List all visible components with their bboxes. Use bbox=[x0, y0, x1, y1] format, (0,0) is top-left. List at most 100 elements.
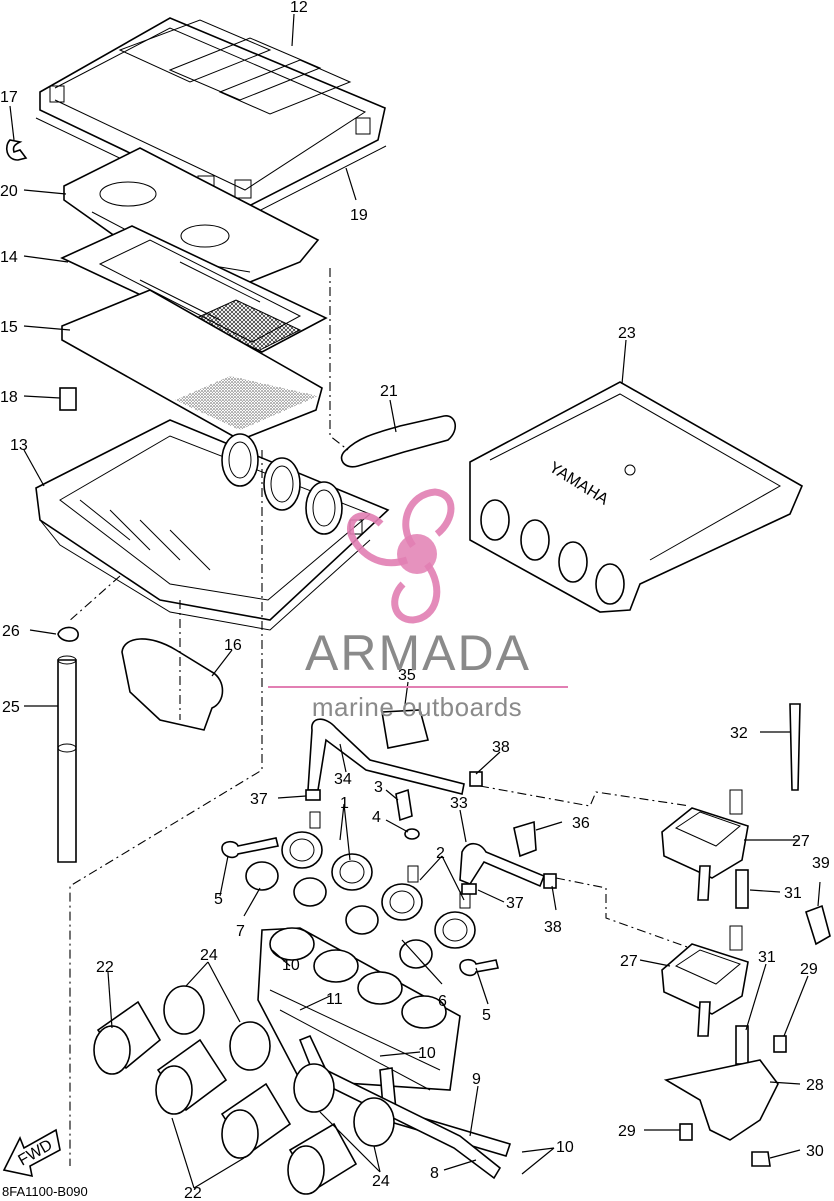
watermark-brand-name: ARMADA bbox=[305, 625, 531, 681]
armada-logo-icon bbox=[347, 488, 455, 624]
air-filter-case-cover bbox=[35, 17, 387, 219]
callout-37-lower: 37 bbox=[506, 895, 524, 912]
routing-line-duct bbox=[67, 575, 181, 720]
fuel-pump-lower-part-27 bbox=[661, 925, 749, 1037]
hose-holder-part-35 bbox=[381, 709, 429, 749]
callout-27-lower: 27 bbox=[620, 953, 638, 970]
callout-39: 39 bbox=[812, 855, 830, 872]
callout-35: 35 bbox=[398, 667, 416, 684]
callout-29-upper: 29 bbox=[800, 961, 818, 978]
callout-2: 2 bbox=[436, 845, 445, 862]
callout-3: 3 bbox=[374, 779, 383, 796]
callout-6: 6 bbox=[438, 993, 447, 1010]
drawing-code-label: 8FA1100-B090 bbox=[2, 1184, 88, 1199]
clip-part-26 bbox=[57, 626, 79, 642]
callout-18: 18 bbox=[0, 389, 18, 406]
bracket-part-28 bbox=[663, 1059, 779, 1141]
clip-part-37-upper bbox=[305, 789, 321, 801]
throttle-joints-part-22 bbox=[93, 1000, 358, 1195]
air-filter-case-body bbox=[35, 419, 390, 631]
drain-hose-part-25 bbox=[57, 659, 77, 863]
callout-28: 28 bbox=[806, 1077, 824, 1094]
watermark-divider bbox=[268, 686, 568, 688]
intake-cover-part-23: YAMAHA bbox=[469, 381, 804, 613]
callout-5-upper: 5 bbox=[214, 891, 223, 908]
callout-23: 23 bbox=[618, 325, 636, 342]
screw-part-5-upper bbox=[221, 837, 279, 859]
cap-part-4 bbox=[404, 828, 420, 840]
clip-part-17 bbox=[5, 139, 28, 161]
callout-11: 11 bbox=[326, 991, 343, 1008]
clip-part-38-upper bbox=[469, 771, 483, 787]
clip-part-37-lower bbox=[461, 883, 477, 895]
callout-31-lower: 31 bbox=[758, 949, 776, 966]
clip-part-36 bbox=[513, 820, 537, 858]
callout-4: 4 bbox=[372, 809, 381, 826]
callout-38-lower: 38 bbox=[544, 919, 562, 936]
callout-33: 33 bbox=[450, 795, 468, 812]
callout-34: 34 bbox=[334, 771, 352, 788]
callout-16: 16 bbox=[224, 637, 242, 654]
callout-29-lower: 29 bbox=[618, 1123, 636, 1140]
callout-22-lower: 22 bbox=[184, 1185, 202, 1201]
hose-part-33 bbox=[459, 842, 546, 888]
callout-26: 26 bbox=[2, 623, 20, 640]
callout-38-upper: 38 bbox=[492, 739, 510, 756]
breather-hose-part-21 bbox=[340, 415, 456, 468]
clip-part-38-lower bbox=[543, 873, 557, 889]
callout-14: 14 bbox=[0, 249, 18, 266]
bolt-part-32 bbox=[789, 703, 801, 791]
callout-12: 12 bbox=[290, 0, 308, 16]
callout-24-upper: 24 bbox=[200, 947, 218, 964]
callout-10-middle: 10 bbox=[418, 1045, 436, 1062]
intake-duct-part-16 bbox=[121, 638, 224, 731]
callout-32: 32 bbox=[730, 725, 748, 742]
intake-joints bbox=[281, 811, 476, 949]
callout-31-upper: 31 bbox=[784, 885, 802, 902]
callout-15: 15 bbox=[0, 319, 18, 336]
callout-27-upper: 27 bbox=[792, 833, 810, 850]
intake-clamps bbox=[245, 861, 433, 969]
callout-1: 1 bbox=[340, 795, 349, 812]
routing-line-left bbox=[69, 450, 263, 1166]
forward-direction-arrow: FWD bbox=[2, 1128, 61, 1178]
callout-9: 9 bbox=[472, 1071, 481, 1088]
callout-7: 7 bbox=[236, 923, 245, 940]
nut-part-30 bbox=[751, 1151, 771, 1167]
watermark-tagline: marine outboards bbox=[311, 692, 523, 722]
routing-line-breather bbox=[329, 268, 349, 451]
callout-19: 19 bbox=[350, 207, 368, 224]
callout-10-upper: 10 bbox=[282, 957, 300, 974]
routing-line-lower bbox=[555, 877, 691, 949]
clip-part-39 bbox=[805, 904, 831, 946]
callout-22-upper: 22 bbox=[96, 959, 114, 976]
bolt-part-29-upper bbox=[773, 1035, 787, 1053]
callout-10-lower: 10 bbox=[556, 1139, 574, 1156]
callout-24-lower: 24 bbox=[372, 1173, 390, 1190]
leader-lines bbox=[9, 13, 821, 1189]
clip-part-18 bbox=[59, 387, 77, 411]
hose-clamps-part-24 bbox=[163, 985, 395, 1147]
callout-21: 21 bbox=[380, 383, 398, 400]
bolt-part-29-lower bbox=[679, 1123, 693, 1141]
screw-part-5-lower bbox=[459, 958, 499, 977]
callout-36: 36 bbox=[572, 815, 590, 832]
routing-line-upper bbox=[479, 785, 691, 807]
callout-30: 30 bbox=[806, 1143, 824, 1160]
callout-25: 25 bbox=[2, 699, 20, 716]
callout-5-lower: 5 bbox=[482, 1007, 491, 1024]
callout-13: 13 bbox=[10, 437, 28, 454]
air-filter-element bbox=[61, 289, 323, 441]
spacer-part-31-upper bbox=[735, 869, 749, 909]
cap-part-3 bbox=[395, 788, 413, 822]
callout-20: 20 bbox=[0, 183, 18, 200]
callout-8: 8 bbox=[430, 1165, 439, 1182]
hose-part-34 bbox=[307, 718, 465, 795]
fuel-pump-upper-part-27 bbox=[661, 789, 749, 901]
callout-37-upper: 37 bbox=[250, 791, 268, 808]
spacer-part-31-lower bbox=[735, 1025, 749, 1065]
callout-17: 17 bbox=[0, 89, 18, 106]
